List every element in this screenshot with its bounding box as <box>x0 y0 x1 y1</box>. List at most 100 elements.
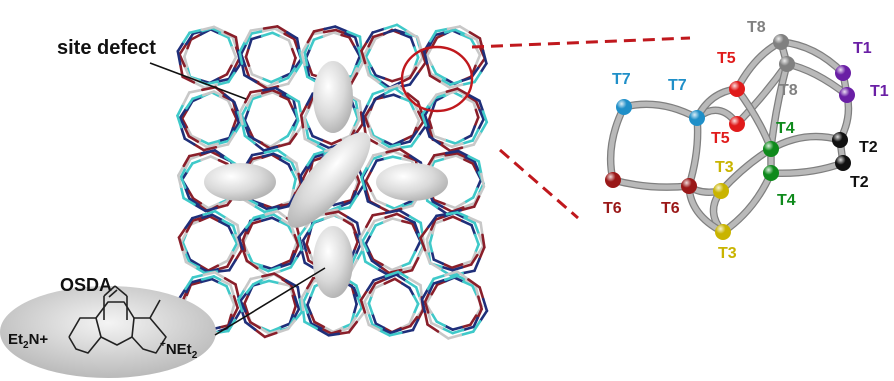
framework-bond <box>443 138 457 145</box>
framework-bond <box>366 154 375 168</box>
framework-bond <box>176 102 185 118</box>
framework-bond <box>178 42 188 56</box>
framework-bond <box>217 158 229 166</box>
framework-bond <box>436 330 450 340</box>
framework-bond <box>260 76 273 84</box>
framework-bond <box>435 206 449 216</box>
framework-bond <box>478 120 489 135</box>
framework-bond <box>444 274 459 282</box>
framework-bond <box>247 134 261 144</box>
framework-bond <box>438 142 452 153</box>
framework-bond <box>383 203 396 210</box>
framework-bond <box>378 79 392 90</box>
framework-bond <box>374 199 387 206</box>
framework-bond <box>366 200 381 209</box>
framework-bond <box>205 142 219 149</box>
framework-bond <box>361 113 366 128</box>
framework-bond <box>286 319 297 331</box>
framework-bond <box>435 212 449 218</box>
framework-bond <box>347 320 358 334</box>
framework-bond <box>262 25 279 30</box>
framework-bond <box>393 203 405 210</box>
framework-bond <box>280 200 293 206</box>
pore-channel-center <box>287 132 371 228</box>
framework-bond <box>429 72 442 81</box>
framework-bond <box>393 277 404 285</box>
framework-bond <box>372 134 385 142</box>
framework-bond <box>303 51 309 67</box>
framework-bond <box>324 208 339 214</box>
framework-bond <box>271 31 283 38</box>
framework-bond <box>471 284 479 298</box>
framework-bond <box>404 279 418 289</box>
framework-bond <box>260 212 275 219</box>
framework-bond <box>470 223 477 237</box>
framework-bond <box>231 117 238 130</box>
framework-bond <box>349 72 359 86</box>
framework-bond <box>473 160 481 174</box>
framework-bond <box>200 277 214 284</box>
framework-bond <box>445 149 460 155</box>
framework-bond <box>392 150 406 158</box>
framework-bond <box>460 143 476 149</box>
framework-bond <box>299 114 305 129</box>
framework-bond <box>384 87 397 95</box>
framework-bond <box>473 282 480 298</box>
framework-bond <box>375 142 390 151</box>
framework-bond <box>367 73 380 84</box>
framework-bond <box>419 221 424 236</box>
osda-label: OSDA <box>60 275 112 295</box>
framework-bond <box>367 35 375 48</box>
framework-bond <box>448 79 462 86</box>
framework-bond <box>371 258 384 267</box>
framework-bond <box>372 274 388 282</box>
osda-bubble <box>0 286 216 378</box>
framework-bond <box>456 87 470 97</box>
framework-bond <box>265 205 280 211</box>
framework-bond <box>251 277 265 286</box>
framework-bond <box>353 181 359 193</box>
site-defect-pointer <box>149 62 247 100</box>
framework-bond <box>478 37 485 53</box>
framework-bond <box>364 46 372 59</box>
framework-bond <box>370 134 382 143</box>
framework-bond <box>176 40 186 53</box>
framework-bond <box>227 71 236 84</box>
framework-bond <box>330 329 342 335</box>
framework-bond <box>278 322 291 329</box>
framework-bond <box>414 56 424 70</box>
framework-bond <box>450 142 464 148</box>
framework-bond <box>476 57 487 70</box>
framework-bond <box>461 139 475 145</box>
framework-bond <box>180 117 189 129</box>
framework-bond <box>472 195 481 208</box>
framework-bond <box>371 211 388 217</box>
framework-bond <box>428 74 442 83</box>
framework-bond <box>346 30 362 39</box>
framework-bond <box>275 142 291 149</box>
framework-bond <box>286 125 294 138</box>
framework-bond <box>467 216 482 225</box>
framework-bond <box>365 31 374 43</box>
framework-bond <box>293 295 301 311</box>
framework-bond <box>479 172 486 188</box>
framework-bond <box>352 302 358 316</box>
framework-bond <box>374 74 386 80</box>
framework-bond <box>183 251 191 264</box>
framework-bond <box>217 281 228 288</box>
framework-bond <box>283 32 296 41</box>
framework-bond <box>307 156 316 170</box>
framework-bond <box>368 250 375 261</box>
cluster-atom-highlight <box>715 224 731 240</box>
framework-bond <box>292 240 299 253</box>
framework-bond <box>295 37 301 52</box>
framework-bond <box>323 213 337 220</box>
framework-bond <box>382 93 395 99</box>
framework-bond <box>293 233 300 247</box>
framework-bond <box>367 323 381 332</box>
framework-bond <box>185 162 194 173</box>
framework-bond <box>204 206 218 213</box>
framework-bond <box>389 328 402 335</box>
framework-bond <box>308 251 315 263</box>
framework-bond <box>434 27 450 33</box>
